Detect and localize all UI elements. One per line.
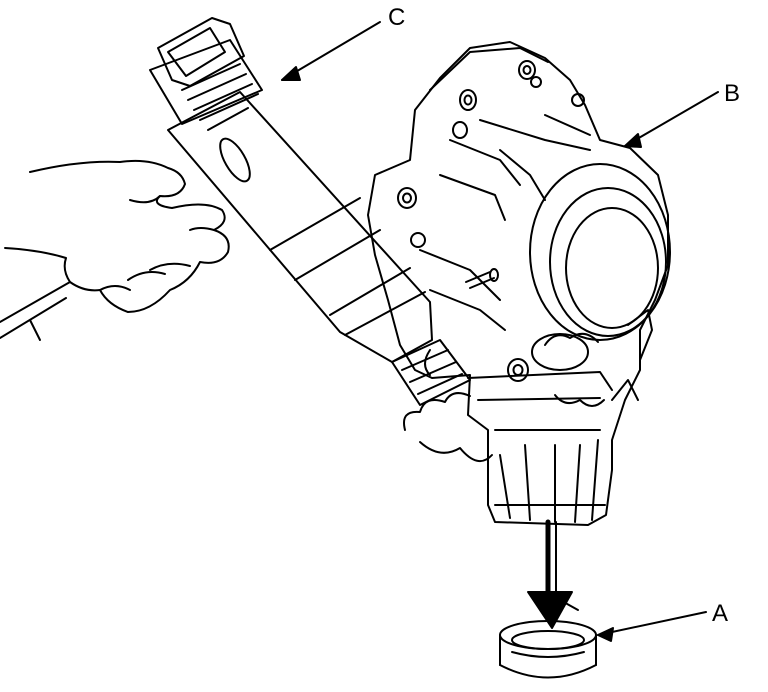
callout-label-a: A [712,600,729,627]
leader-line-c [281,21,381,81]
arrowhead-a [597,627,614,642]
leader-line-a [597,611,707,636]
housing-b [367,41,671,526]
hand [0,159,230,341]
leader-line-b [624,91,719,147]
seal-ring-a [499,620,597,679]
arrowhead-b [624,133,642,148]
arrowhead-c [281,66,301,81]
callout-label-b: B [724,80,741,107]
down-arrow [527,519,579,629]
callout-label-c: C [388,4,406,31]
heat-gun-c [149,17,471,406]
